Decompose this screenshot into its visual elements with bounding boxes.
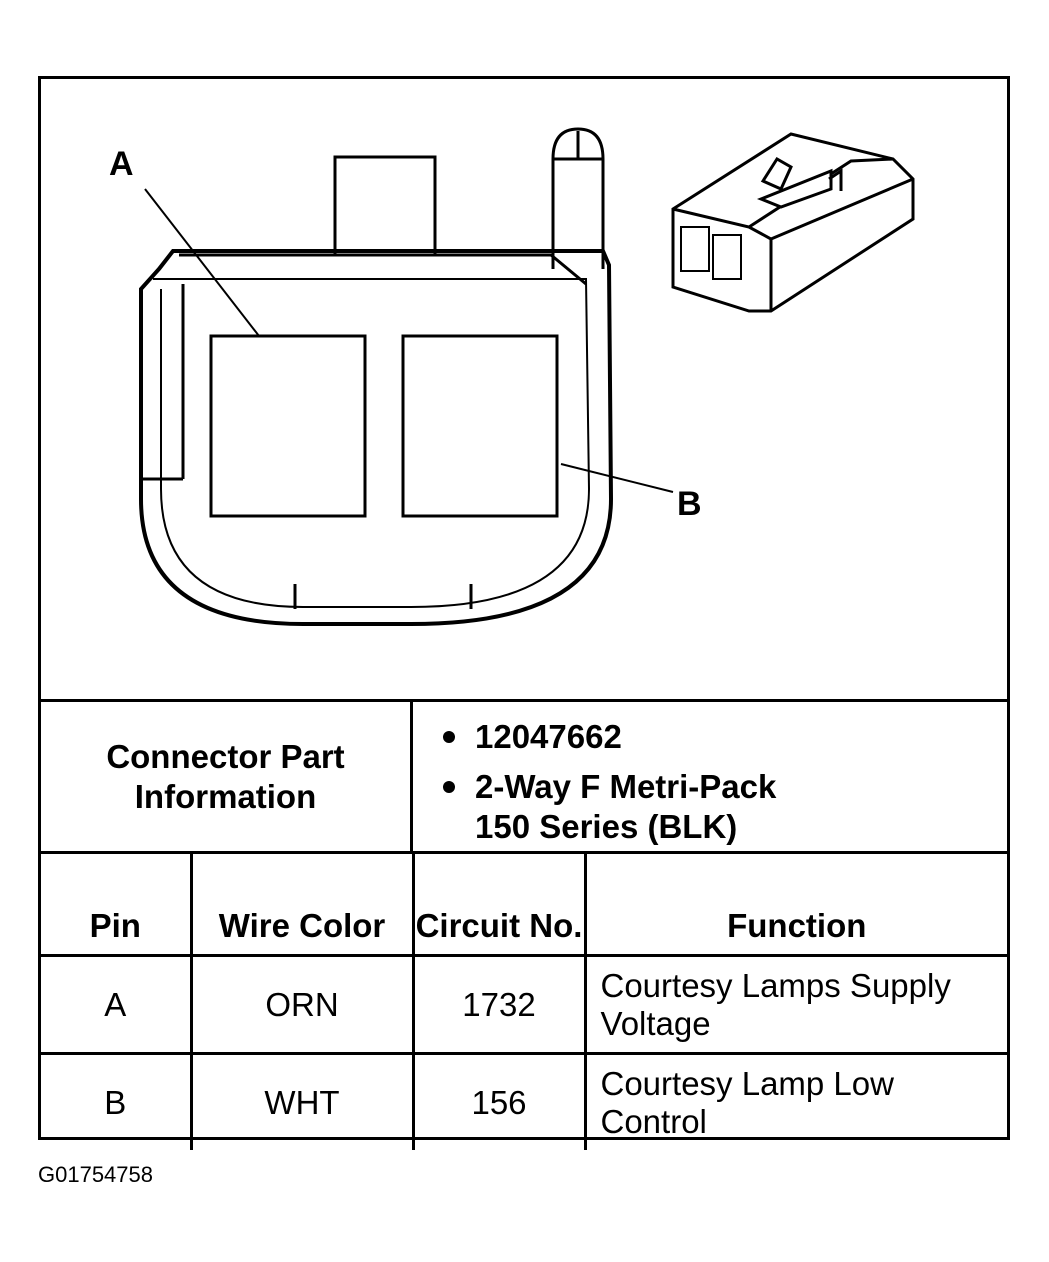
connector-face-diagram: A B	[109, 127, 915, 626]
part-number: 12047662	[475, 718, 622, 755]
pin-table-header: Pin Wire Color Circuit No. Function	[41, 851, 1007, 957]
callout-b-label: B	[677, 485, 702, 523]
connector-body-inner	[153, 278, 591, 608]
header-pin: Pin	[41, 851, 193, 957]
header-wire-color: Wire Color	[189, 851, 415, 957]
bullet-icon	[443, 781, 455, 793]
function-cell: Courtesy Lamp Low Control	[583, 1052, 1007, 1150]
table-row: A ORN 1732 Courtesy Lamps Supply Voltage	[41, 954, 1007, 1055]
pin-cell: A	[41, 954, 193, 1055]
connector-part-information-values: 12047662 2-Way F Metri-Pack 150 Series (…	[413, 702, 1007, 851]
figure-id: G01754758	[38, 1162, 153, 1187]
callout-a-label: A	[109, 145, 134, 183]
pin-table: Pin Wire Color Circuit No. Function A OR…	[41, 851, 1007, 1150]
wire-color-cell: ORN	[189, 954, 415, 1055]
pin-cell: B	[41, 1052, 193, 1150]
wire-color-cell: WHT	[189, 1052, 415, 1150]
part-series: 150 Series (BLK)	[475, 808, 738, 845]
function-cell: Courtesy Lamps Supply Voltage	[583, 954, 1007, 1055]
part-description: 2-Way F Metri-Pack	[475, 768, 777, 805]
connector-isometric-view	[671, 132, 915, 313]
connector-part-information-row: Connector Part Information 12047662 2-Wa…	[41, 699, 1007, 851]
callout-b-leader	[560, 463, 674, 493]
connector-part-information-label: Connector Part Information	[41, 702, 413, 851]
header-function: Function	[583, 851, 1007, 957]
table-row: B WHT 156 Courtesy Lamp Low Control	[41, 1052, 1007, 1150]
callout-a-leader	[144, 188, 260, 337]
header-circuit-no: Circuit No.	[411, 851, 587, 957]
circuit-no-cell: 156	[411, 1052, 587, 1150]
bullet-icon	[443, 731, 455, 743]
connector-lock-finger	[551, 127, 605, 269]
circuit-no-cell: 1732	[411, 954, 587, 1055]
pin-b-cavity	[401, 334, 559, 518]
pin-a-cavity	[209, 334, 367, 518]
connector-latch-tab	[333, 155, 437, 257]
connector-body-outer	[139, 249, 614, 626]
connector-figure-frame: A B Connector Part Information 12047662 …	[38, 76, 1010, 1150]
